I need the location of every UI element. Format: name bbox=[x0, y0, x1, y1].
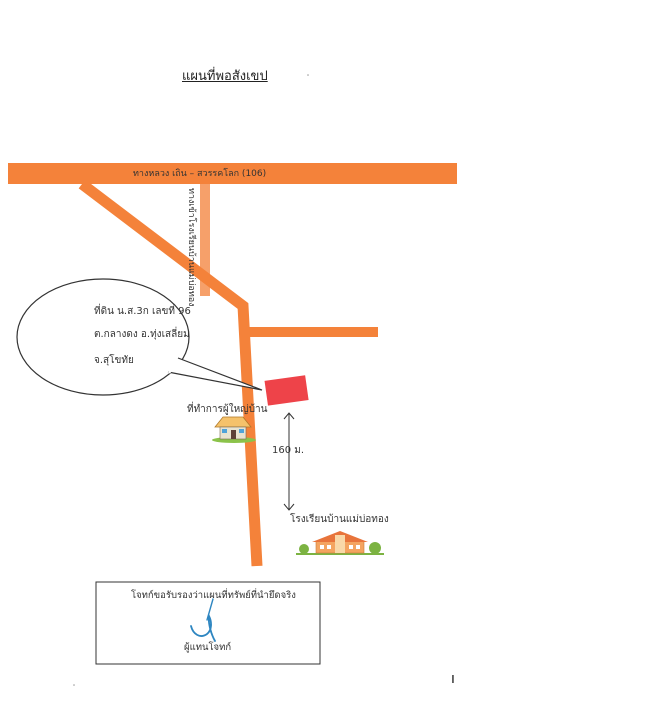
land-info-line1: ที่ดิน น.ส.3ก เลขที่ 96 bbox=[94, 306, 191, 317]
certification-box bbox=[95, 581, 321, 665]
signature-mark bbox=[190, 613, 216, 642]
highway-label: ทางหลวง เถิน – สวรรคโลก (106) bbox=[133, 169, 267, 179]
school-building-icon bbox=[296, 531, 384, 555]
land-info-bubble bbox=[16, 278, 263, 396]
side-road-label: ทางเข้าโรงเรียนบ้านแม่บ่อทอง bbox=[186, 188, 196, 307]
signature-tick bbox=[206, 598, 214, 621]
school-label: โรงเรียนบ้านแม่บ่อทอง bbox=[290, 514, 389, 525]
house-icon bbox=[212, 416, 256, 443]
highway-road bbox=[8, 163, 457, 184]
page-mark: ı bbox=[451, 671, 455, 687]
map-title: แผนที่พอสังเขป bbox=[182, 69, 268, 84]
distance-arrow bbox=[283, 412, 295, 511]
main-access-road bbox=[78, 179, 263, 567]
signer-label: ผู้แทนโจทก์ bbox=[184, 642, 232, 653]
distance-label: 160 ม. bbox=[272, 445, 305, 456]
land-plot-marker bbox=[264, 375, 309, 406]
land-info-line3: จ.สุโขทัย bbox=[94, 355, 134, 366]
headman-office-label: ที่ทำการผู้ใหญ่บ้าน bbox=[187, 404, 268, 415]
certification-text: โจทก์ขอรับรองว่าแผนที่ทรัพย์ที่นำยึดจริง bbox=[131, 590, 296, 601]
side-road bbox=[200, 184, 210, 296]
land-info-line2: ต.กลางดง อ.ทุ่งเสลี่ยม bbox=[94, 329, 190, 340]
